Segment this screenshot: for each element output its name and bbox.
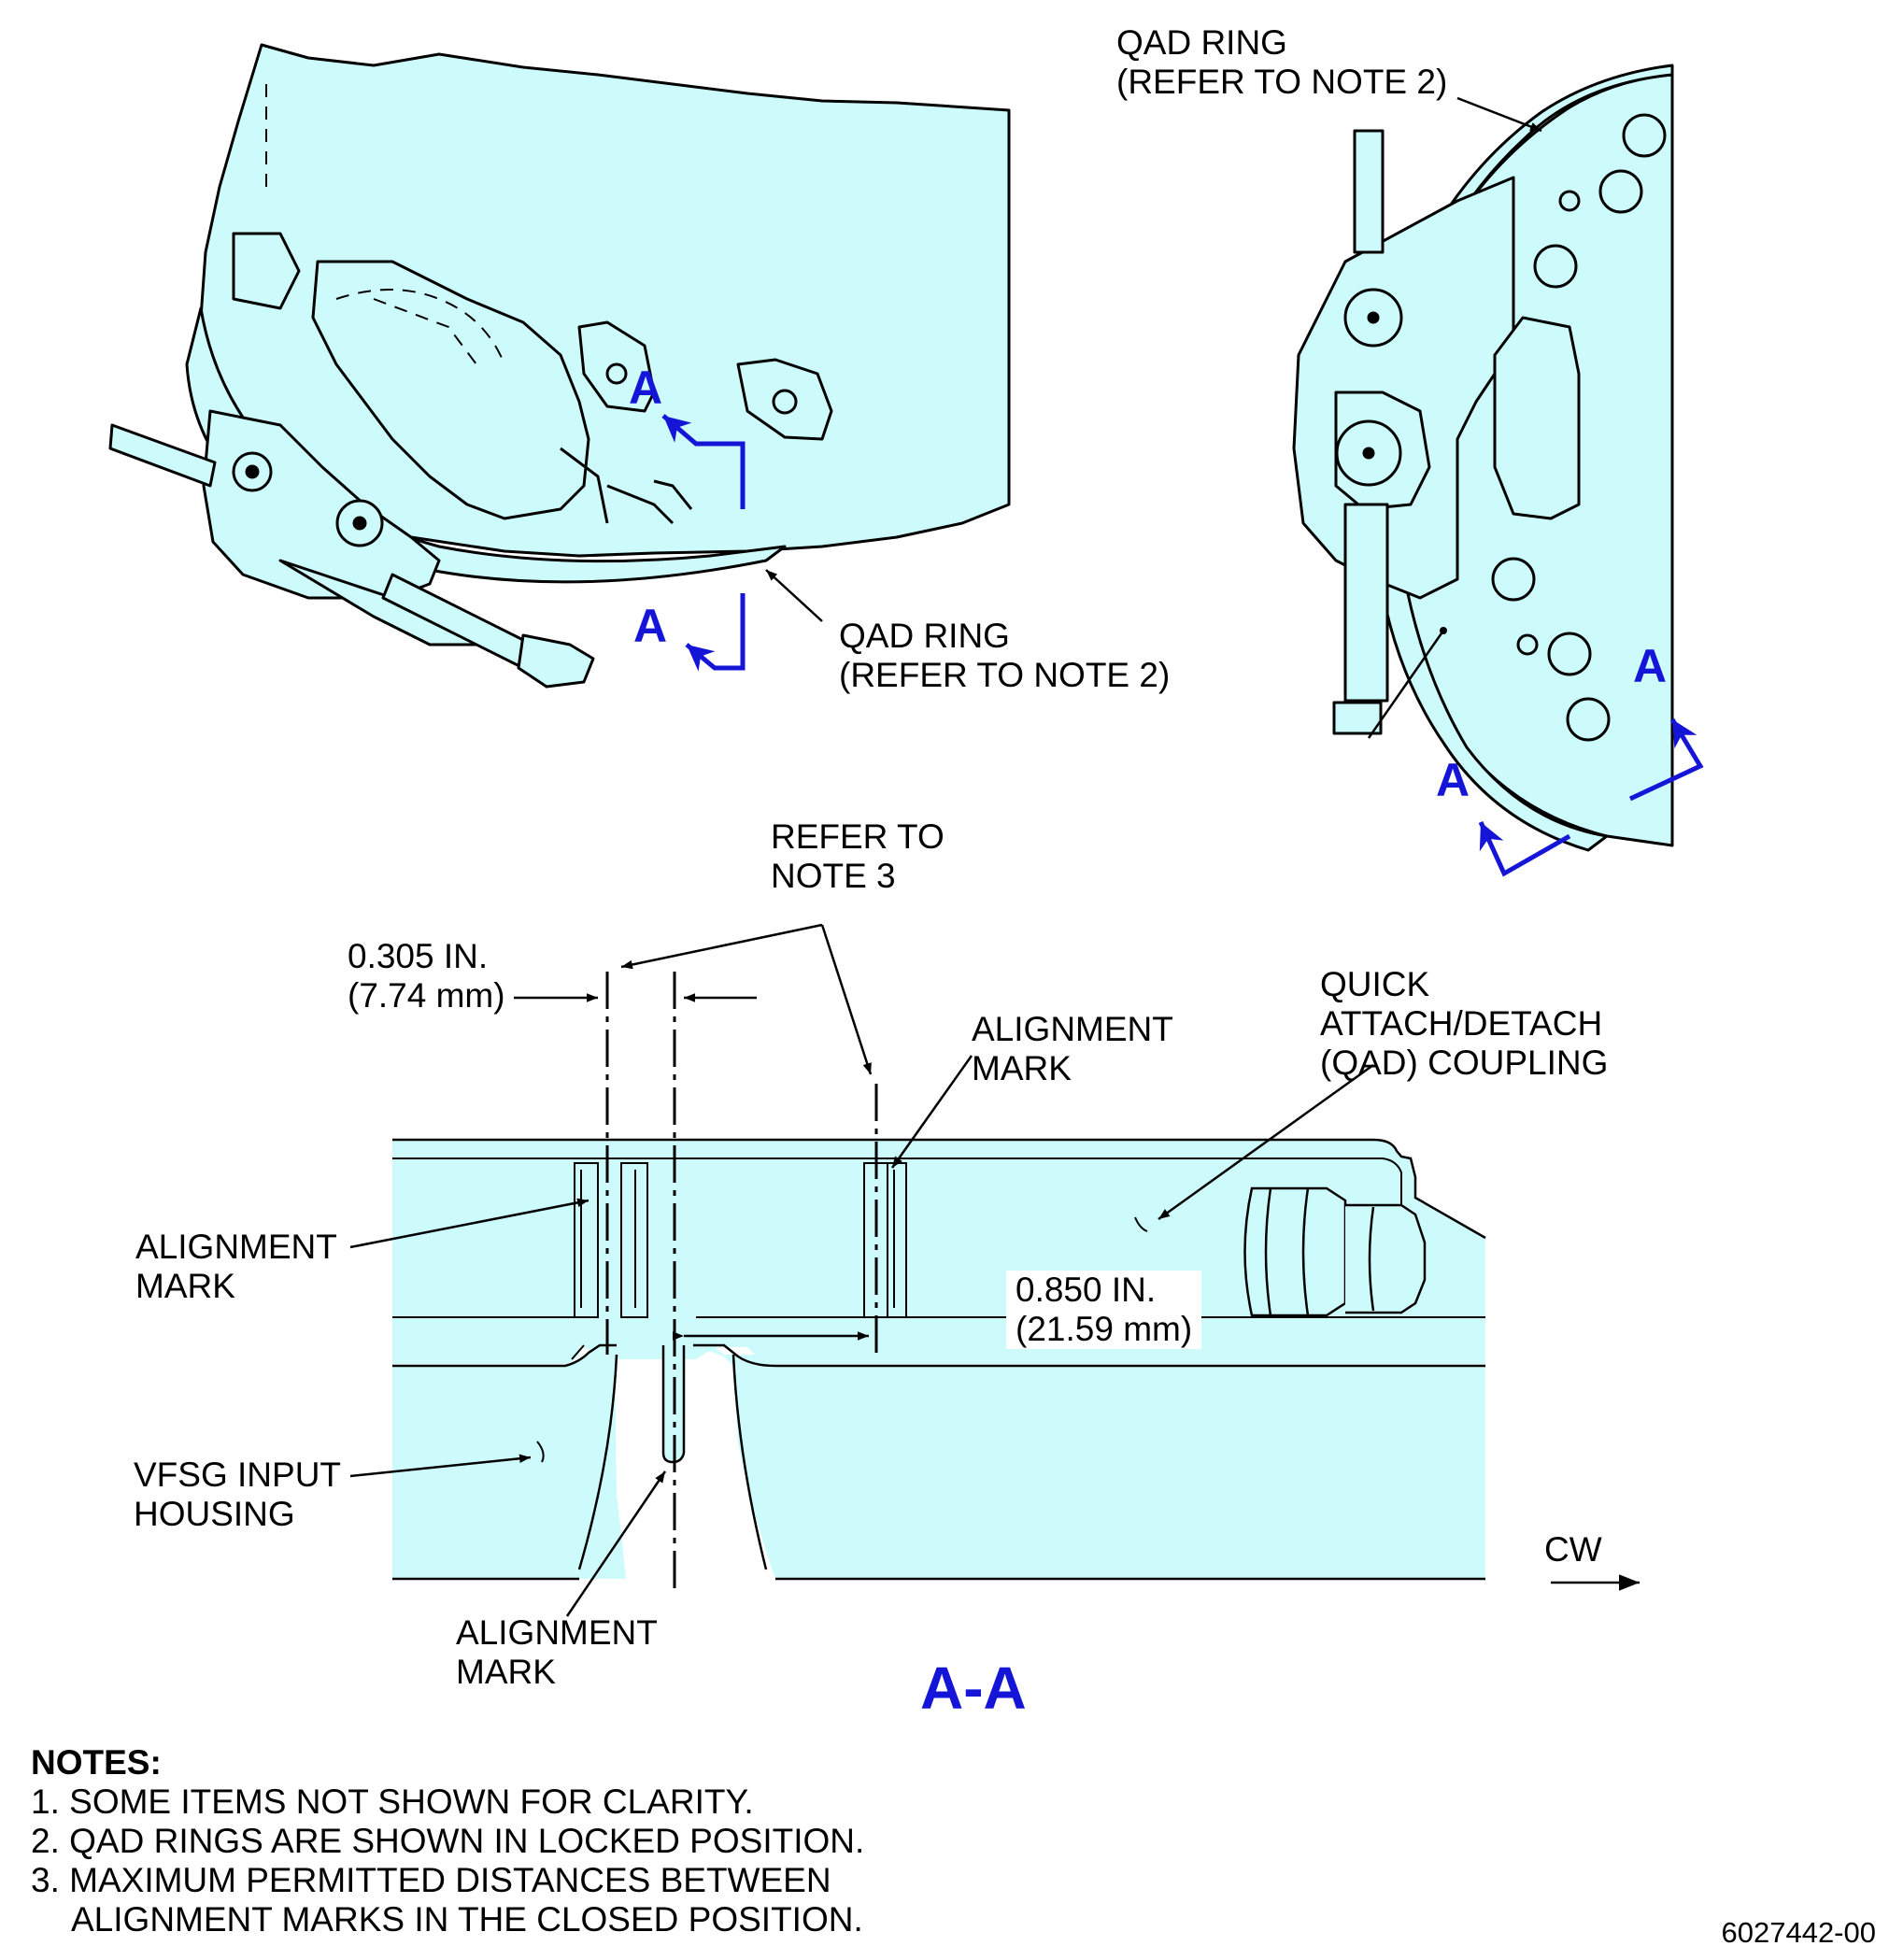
section-letter-a-2: A xyxy=(633,600,668,652)
ring-hole-3 xyxy=(1558,190,1581,212)
section-letter-a-4: A xyxy=(1436,754,1470,806)
ring-slot xyxy=(1493,316,1581,520)
note-item: ALIGNMENT MARKS IN THE CLOSED POSITION. xyxy=(71,1900,863,1939)
note-item: 2. QAD RINGS ARE SHOWN IN LOCKED POSITIO… xyxy=(31,1822,865,1860)
section-title: A-A xyxy=(920,1655,1027,1722)
handle-rod-vertical xyxy=(1353,129,1385,254)
hex-nut-left xyxy=(517,633,595,689)
dash-hidden-lines-left xyxy=(265,84,505,365)
ring-hole-4 xyxy=(1533,244,1578,289)
note-item: 1. SOME ITEMS NOT SHOWN FOR CLARITY. xyxy=(31,1782,754,1821)
ring-hole-7 xyxy=(1547,632,1592,676)
section-letter-a-3: A xyxy=(1633,640,1668,692)
leader-qad-ring-left xyxy=(765,569,823,622)
top-right-view xyxy=(1292,64,1674,852)
leader-qad-ring-right xyxy=(1456,96,1542,133)
note-item: 3. MAXIMUM PERMITTED DISTANCES BETWEEN xyxy=(31,1861,831,1899)
coupling-nut xyxy=(1243,1186,1427,1317)
document-number: 6027442-00 xyxy=(1721,1916,1877,1949)
label-qad-ring-left: QAD RING(REFER TO NOTE 2) xyxy=(839,617,1171,694)
housing-inner-block xyxy=(311,260,590,520)
notes-heading: NOTES: xyxy=(31,1743,162,1782)
ring-hole-2 xyxy=(1598,169,1643,214)
top-left-view xyxy=(108,43,1011,689)
leader-lines-section xyxy=(349,923,1640,1617)
section-marker-right xyxy=(1478,717,1704,877)
vfsg-housing-body xyxy=(392,1345,626,1579)
section-letter-a-1: A xyxy=(629,362,663,414)
notes-block: NOTES: 1. SOME ITEMS NOT SHOWN FOR CLARI… xyxy=(31,1743,864,1939)
label-cw: CW xyxy=(1544,1530,1602,1569)
ring-hole-5 xyxy=(1491,557,1536,602)
qad-coupling-body xyxy=(392,1140,1485,1364)
section-marker-left xyxy=(661,414,746,672)
handle-rod-lower xyxy=(1343,503,1389,703)
leader-ring-right-2 xyxy=(1367,630,1445,739)
handle-rod-left xyxy=(108,423,217,488)
ring-hole-6 xyxy=(1516,633,1539,656)
label-dimension-0850: 0.850 IN.(21.59 mm) xyxy=(1006,1271,1202,1349)
hex-nut-right xyxy=(1332,701,1383,735)
ring-hole-8 xyxy=(1566,697,1611,742)
label-dimension-0305: 0.305 IN.(7.74 mm) xyxy=(348,937,505,1015)
ring-hole-1 xyxy=(1622,113,1667,158)
section-aa-view xyxy=(392,972,1486,1588)
label-qad-ring-right: QAD RING(REFER TO NOTE 2) xyxy=(1116,23,1448,101)
